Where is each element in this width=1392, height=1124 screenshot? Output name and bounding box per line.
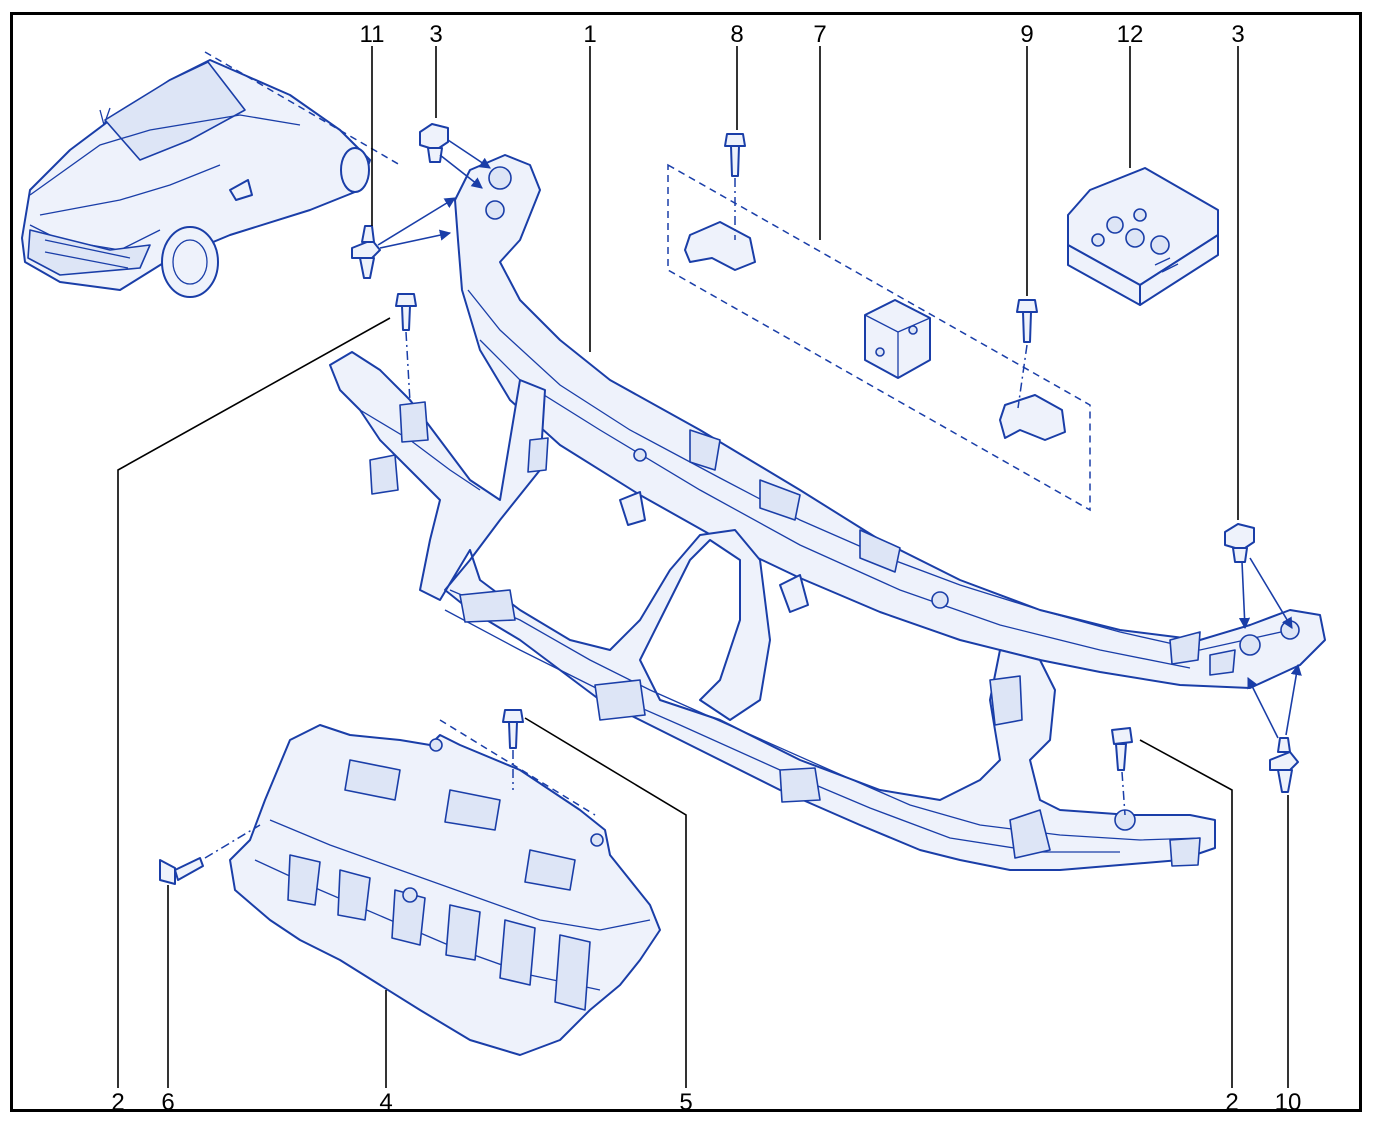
bolts — [159, 133, 1133, 885]
callout-9: 9 — [1020, 21, 1033, 48]
callout-10: 10 — [1275, 1089, 1302, 1116]
callout-4: 4 — [379, 1089, 392, 1116]
bracket-kit — [667, 163, 1091, 512]
front-end-panel — [329, 351, 1216, 871]
vehicle-thumbnail — [21, 51, 401, 298]
callout-11: 11 — [360, 21, 385, 48]
callout-12: 12 — [1117, 21, 1144, 48]
upper-crossmember — [454, 154, 1326, 689]
callout-3-top-left: 3 — [429, 21, 442, 48]
callout-2-bottom-left: 2 — [111, 1089, 124, 1116]
lower-absorber — [229, 724, 661, 1056]
callout-7: 7 — [813, 21, 826, 48]
callout-6: 6 — [161, 1089, 174, 1116]
leader-lines — [117, 46, 1289, 1088]
callout-2-bottom-right: 2 — [1225, 1089, 1238, 1116]
callout-8: 8 — [730, 21, 743, 48]
callout-5: 5 — [679, 1089, 692, 1116]
parts-box — [1067, 167, 1219, 306]
callout-3-top-right: 3 — [1231, 21, 1244, 48]
callout-1: 1 — [583, 21, 596, 48]
callout-labels: 11 3 1 8 7 9 12 3 2 6 4 5 2 10 — [111, 21, 1301, 1116]
clip-fasteners — [351, 123, 1302, 793]
